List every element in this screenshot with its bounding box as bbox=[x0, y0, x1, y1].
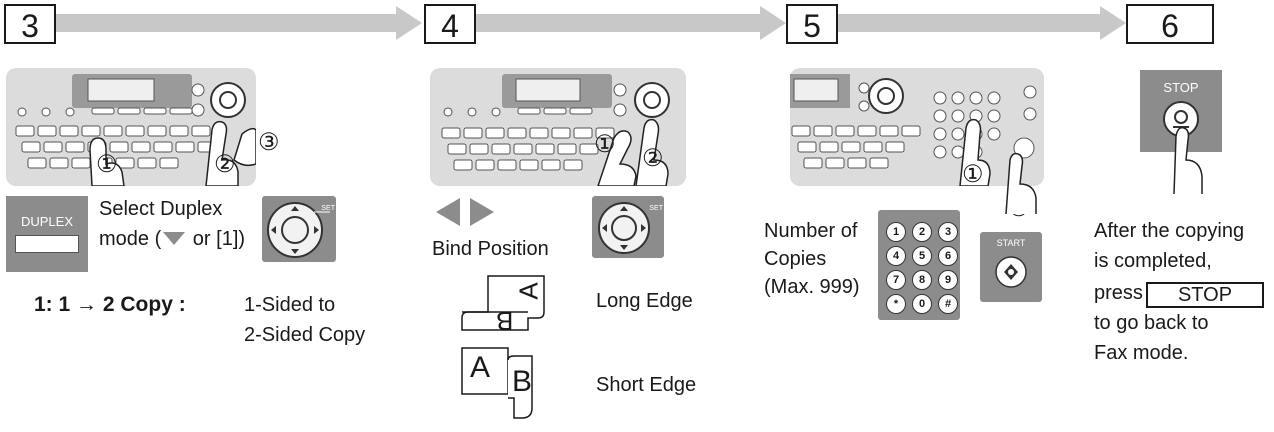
long-edge-letter-a: A bbox=[513, 282, 544, 300]
control-panel-illustration bbox=[790, 68, 1044, 187]
control-panel-illustration bbox=[6, 68, 257, 187]
dial-icon bbox=[267, 202, 330, 258]
duplex-button[interactable]: DUPLEX bbox=[6, 196, 88, 272]
progress-arrow-icon bbox=[760, 6, 786, 40]
keypad-key[interactable]: 1 bbox=[886, 222, 906, 242]
after-copying-line4: to go back to bbox=[1094, 312, 1209, 334]
copy-mode-label: 1: 1 → 2 Copy : bbox=[34, 293, 186, 316]
control-panel-illustration bbox=[430, 68, 686, 187]
keypad-key[interactable]: 4 bbox=[886, 246, 906, 266]
pressing-hand-icon bbox=[1173, 126, 1203, 195]
copy-mode-desc-line1: 1-Sided to bbox=[244, 294, 336, 316]
keyboard-icon bbox=[15, 74, 257, 187]
start-icon bbox=[995, 256, 1027, 288]
progress-arrow-icon bbox=[396, 6, 422, 40]
finger-step-mark: ① bbox=[594, 131, 616, 158]
after-copying-line3: press bbox=[1094, 282, 1143, 304]
after-copying-line2: is completed, bbox=[1094, 250, 1212, 272]
start-button-label: START bbox=[996, 238, 1026, 248]
progress-bar-segment bbox=[838, 14, 1100, 32]
short-edge-letter-b: B bbox=[512, 365, 533, 398]
copy-mode-desc-line2: 2-Sided Copy bbox=[244, 324, 366, 346]
long-edge-letter-b: B bbox=[496, 306, 514, 336]
finger-step-mark: ② bbox=[642, 145, 664, 172]
stop-key-label-box: STOP bbox=[1146, 282, 1264, 308]
duplex-button-label: DUPLEX bbox=[20, 214, 74, 229]
copies-label-line2: Copies bbox=[764, 248, 827, 270]
dial-icon bbox=[598, 202, 650, 254]
keypad-key[interactable]: # bbox=[938, 294, 958, 314]
keypad-key[interactable]: 7 bbox=[886, 270, 906, 290]
after-copying-line1: After the copying bbox=[1094, 220, 1245, 242]
stop-button-label: STOP bbox=[1163, 80, 1199, 95]
dial-set-label: SET bbox=[321, 205, 335, 212]
keyboard-icon bbox=[441, 74, 670, 187]
progress-arrow-icon bbox=[1100, 6, 1126, 40]
mode-text-a: mode ( bbox=[99, 228, 162, 250]
step-number-3: 3 bbox=[4, 4, 56, 44]
navigation-dial[interactable]: SET bbox=[592, 196, 664, 258]
progress-bar-segment bbox=[56, 14, 396, 32]
numeric-keypad[interactable]: 1 2 3 4 5 6 7 8 9 * 0 # bbox=[878, 210, 960, 320]
keypad-key[interactable]: * bbox=[886, 294, 906, 314]
finger-step-mark: ① bbox=[96, 151, 118, 178]
copies-label-line1: Number of bbox=[764, 220, 858, 242]
start-button[interactable]: START bbox=[980, 232, 1042, 302]
select-duplex-text: Select Duplex bbox=[99, 198, 223, 220]
dial-set-label: SET bbox=[649, 205, 663, 212]
short-edge-letter-a: A bbox=[470, 351, 491, 384]
keypad-key[interactable]: 0 bbox=[912, 294, 932, 314]
keypad-key[interactable]: 3 bbox=[938, 222, 958, 242]
copies-label-line3: (Max. 999) bbox=[764, 276, 860, 298]
step-number-4: 4 bbox=[424, 4, 476, 44]
stop-icon bbox=[1163, 101, 1199, 137]
keypad-key[interactable]: 5 bbox=[912, 246, 932, 266]
select-duplex-mode-text: mode ( or [1]) bbox=[99, 226, 245, 252]
progress-bar-segment bbox=[476, 14, 760, 32]
keypad-key[interactable]: 9 bbox=[938, 270, 958, 290]
after-copying-line5: Fax mode. bbox=[1094, 342, 1189, 364]
step-number-5: 5 bbox=[786, 4, 838, 44]
left-right-arrows-icon bbox=[436, 198, 494, 226]
keypad-key[interactable]: 2 bbox=[912, 222, 932, 242]
finger-step-mark: ③ bbox=[258, 129, 280, 156]
long-edge-page-icon bbox=[461, 275, 545, 331]
duplex-key-icon bbox=[15, 235, 79, 253]
navigation-dial[interactable]: SET bbox=[262, 196, 336, 262]
pressing-hand-icon bbox=[1005, 152, 1037, 215]
step-number-6: 6 bbox=[1126, 4, 1214, 44]
short-edge-label: Short Edge bbox=[596, 374, 697, 396]
keypad-key[interactable]: 8 bbox=[912, 270, 932, 290]
keypad-panel-icon bbox=[790, 74, 1037, 187]
keypad-key[interactable]: 6 bbox=[938, 246, 958, 266]
finger-step-mark: ① bbox=[962, 161, 984, 188]
short-edge-page-icon bbox=[461, 347, 533, 419]
mode-text-b: or [1]) bbox=[187, 228, 246, 250]
long-edge-label: Long Edge bbox=[596, 290, 693, 312]
down-triangle-icon bbox=[163, 232, 186, 245]
finger-step-mark: ② bbox=[214, 151, 236, 178]
bind-position-label: Bind Position bbox=[432, 238, 549, 260]
